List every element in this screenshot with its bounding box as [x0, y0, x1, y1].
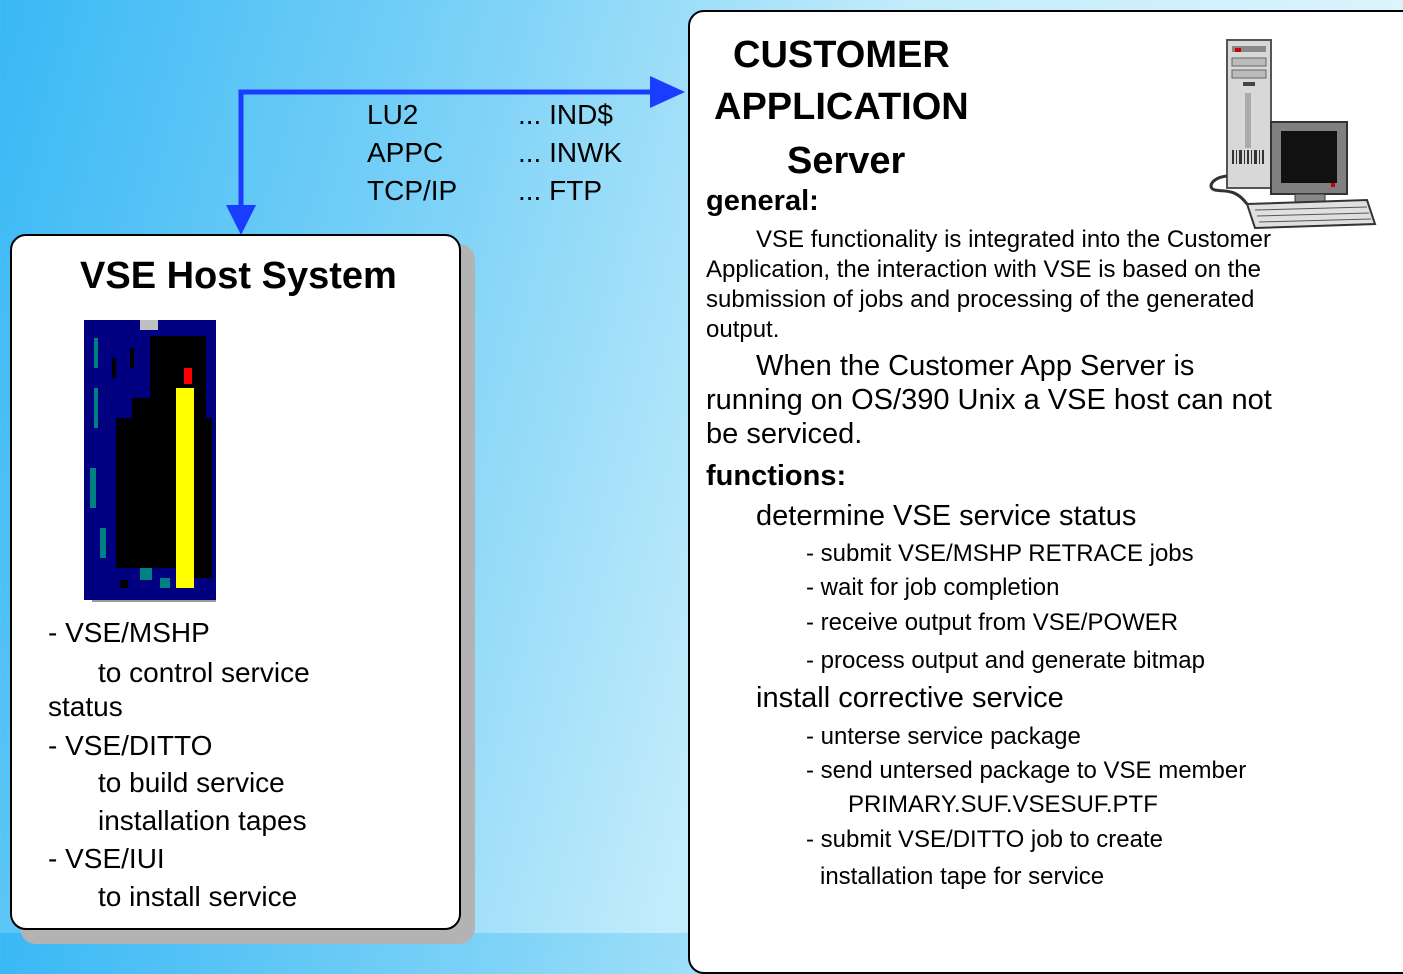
install-function-heading: install corrective service: [756, 682, 1064, 714]
server-workstation-icon: [1209, 39, 1377, 230]
protocol-method: ... IND$: [518, 99, 613, 130]
status-function-heading: determine VSE service status: [756, 500, 1137, 532]
host-item: status: [48, 691, 123, 722]
status-function-item: - submit VSE/MSHP RETRACE jobs: [806, 540, 1194, 567]
host-item: - VSE/DITTO: [48, 730, 213, 761]
host-item: installation tapes: [98, 805, 307, 836]
host-item: to control service: [98, 657, 310, 688]
install-function-item: - send untersed package to VSE member: [806, 757, 1247, 784]
protocol-method: ... FTP: [518, 175, 602, 206]
connector-arrow: [226, 76, 685, 235]
general-line: VSE functionality is integrated into the…: [756, 226, 1271, 253]
install-function-item: PRIMARY.SUF.VSESUF.PTF: [848, 791, 1158, 818]
host-item: to build service: [98, 767, 285, 798]
general-heading: general:: [706, 185, 819, 217]
unix-line: When the Customer App Server is: [756, 350, 1195, 382]
general-line: submission of jobs and processing of the…: [706, 286, 1255, 313]
host-title: VSE Host System: [80, 255, 397, 297]
general-line: output.: [706, 316, 780, 343]
protocol-name: TCP/IP: [367, 175, 458, 206]
host-item: to install service: [98, 881, 298, 912]
unix-line: running on OS/390 Unix a VSE host can no…: [706, 384, 1272, 416]
install-function-item: - unterse service package: [806, 723, 1081, 750]
status-function-item: - receive output from VSE/POWER: [806, 609, 1179, 636]
functions-heading: functions:: [706, 460, 847, 492]
unix-line: be serviced.: [706, 418, 863, 450]
host-item: - VSE/IUI: [48, 843, 165, 874]
mainframe-icon: [84, 320, 216, 602]
protocol-name: APPC: [367, 137, 444, 168]
server-title-line2: APPLICATION: [714, 86, 969, 128]
status-function-item: - process output and generate bitmap: [806, 647, 1205, 674]
server-title-line1: CUSTOMER: [733, 34, 950, 76]
server-title-line3: Server: [787, 140, 906, 182]
install-function-item: - submit VSE/DITTO job to create: [806, 826, 1164, 853]
host-item: - VSE/MSHP: [48, 617, 210, 648]
install-function-item: installation tape for service: [820, 863, 1105, 890]
status-function-item: - wait for job completion: [806, 574, 1060, 601]
protocol-method: ... INWK: [518, 137, 623, 168]
general-line: Application, the interaction with VSE is…: [706, 256, 1261, 283]
protocol-name: LU2: [367, 99, 419, 130]
